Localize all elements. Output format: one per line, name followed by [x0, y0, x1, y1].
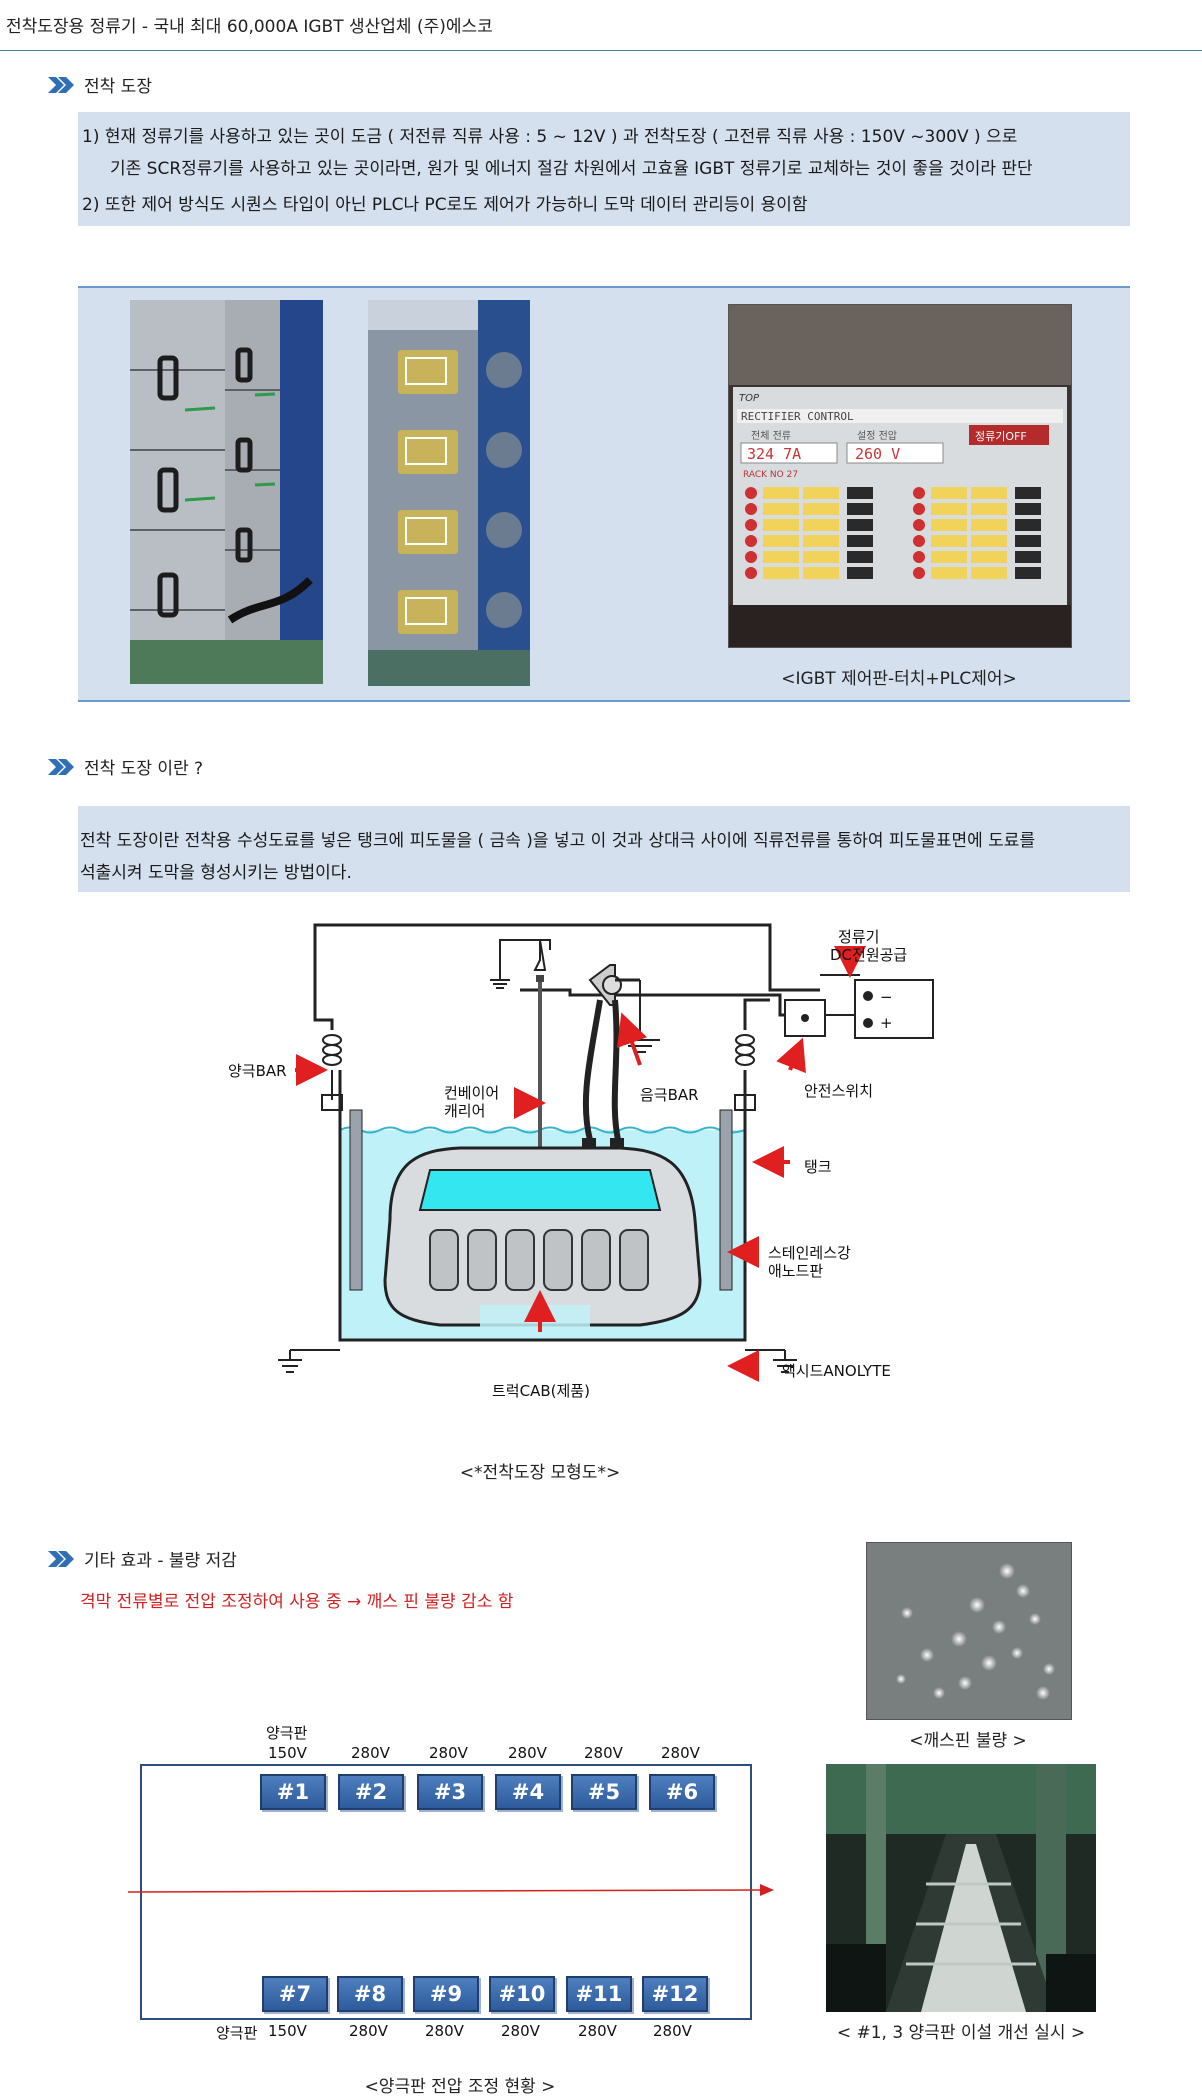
anode-plate-4[interactable]: #4 [495, 1774, 561, 1810]
panel-current-value: 324 7A [747, 445, 801, 463]
bottom-volt-4: 280V [501, 2022, 540, 2040]
top-volt-1: 150V [268, 1744, 307, 1762]
bottom-volt-3: 280V [425, 2022, 464, 2040]
anode-plate-7[interactable]: #7 [262, 1976, 328, 2012]
definition-line-2: 석출시켜 도막을 형성시키는 방법이다. [80, 863, 352, 883]
label-conveyor-line2: 캐리어 [444, 1102, 486, 1120]
rectifier-minus-terminal: − [880, 988, 893, 1006]
label-stainless-line2: 애노드판 [768, 1262, 824, 1280]
label-anode-bar: 양극BAR [228, 1062, 287, 1080]
top-volt-4: 280V [508, 1744, 547, 1762]
title-divider [0, 50, 1202, 51]
bottom-volt-6: 280V [653, 2022, 692, 2040]
anode-plate-12[interactable]: #12 [642, 1976, 708, 2012]
top-volt-3: 280V [429, 1744, 468, 1762]
label-cathode-bar: 음극BAR [640, 1086, 699, 1104]
anode-label-top: 양극판 [266, 1724, 308, 1742]
rectifier-cabinet-photo [130, 300, 323, 684]
panel-brand: TOP [739, 393, 760, 404]
double-chevron-icon [48, 76, 74, 93]
anode-plate-5[interactable]: #5 [571, 1774, 637, 1810]
panel-voltage-label: 설정 전압 [857, 429, 897, 442]
definition-box [78, 806, 1130, 892]
anode-plate-10[interactable]: #10 [489, 1976, 555, 2012]
improved-line-photo [826, 1764, 1096, 2012]
label-safety-switch: 안전스위치 [804, 1082, 874, 1100]
anode-layout-caption: <양극판 전압 조정 현황 > [364, 2077, 556, 2097]
conveyor-direction-arrow [128, 1884, 774, 1896]
panel-off-button[interactable] [969, 425, 1049, 445]
anode-plate-2[interactable]: #2 [338, 1774, 404, 1810]
section-heading-text: 전착 도장 이란 ? [84, 759, 204, 779]
panel-current-label: 전체 전류 [751, 430, 791, 442]
intro-box [78, 112, 1130, 226]
defect-reduction-note: 격막 전류별로 전압 조정하여 사용 중 → 깨스 핀 불량 감소 함 [80, 1592, 514, 1612]
label-truck-cab: 트럭CAB(제품) [492, 1382, 590, 1400]
anode-plate-1[interactable]: #1 [260, 1774, 326, 1810]
panel-off-button-label: 정류기OFF [975, 430, 1027, 443]
intro-item-1-line-2: 기존 SCR정류기를 사용하고 있는 곳이라면, 원가 및 에너지 절감 차원에… [110, 159, 1033, 179]
igbt-module-photo [368, 300, 530, 686]
anode-plate-9[interactable]: #9 [413, 1976, 479, 2012]
section-heading-electrodeposition: 전착 도장 [48, 72, 152, 97]
bottom-volt-2: 280V [349, 2022, 388, 2040]
intro-item-1-line-1: 1) 현재 정류기를 사용하고 있는 곳이 도금 ( 저전류 직류 사용 : 5… [82, 127, 1018, 147]
line-photo-caption: < #1, 3 양극판 이설 개선 실시 > [836, 2023, 1086, 2043]
anode-plate-8[interactable]: #8 [337, 1976, 403, 2012]
electrodeposition-diagram: − + [278, 923, 934, 1382]
top-volt-2: 280V [351, 1744, 390, 1762]
panel-header: RECTIFIER CONTROL [741, 410, 854, 423]
panel-rack: RACK NO 27 [743, 470, 798, 480]
anode-plate-right [719, 1109, 733, 1291]
label-stainless-line1: 스테인레스강 [768, 1244, 851, 1262]
tank-outline [338, 1070, 747, 1342]
diagram-caption: <*전착도장 모형도*> [459, 1463, 621, 1483]
anode-plate-11[interactable]: #11 [566, 1976, 632, 2012]
label-rectifier-line2: DC전원공급 [830, 946, 908, 964]
label-tank: 탱크 [804, 1158, 832, 1176]
section-heading-what-is: 전착 도장 이란 ? [48, 754, 203, 779]
label-rectifier-line1: 정류기 [838, 928, 880, 946]
section-heading-other-effects: 기타 효과 - 불량 저감 [48, 1546, 237, 1571]
control-panel-caption: <IGBT 제어판-터치+PLC제어> [781, 669, 1017, 689]
definition-line-1: 전착 도장이란 전착용 수성도료를 넣은 탱크에 피도물을 ( 금속 )을 넣고… [80, 831, 1036, 851]
rectifier-plus-terminal: + [880, 1014, 893, 1032]
double-chevron-icon [48, 758, 74, 775]
gas-pin-defect-photo [866, 1542, 1072, 1720]
double-chevron-icon [48, 1550, 74, 1567]
gas-pin-caption: <깨스핀 불량 > [909, 1731, 1027, 1751]
wire-positive [313, 923, 820, 1030]
label-conveyor-line1: 컨베이어 [444, 1084, 500, 1102]
anode-plate-3[interactable]: #3 [417, 1774, 483, 1810]
intro-item-2: 2) 또한 제어 방식도 시퀀스 타입이 아닌 PLC나 PC로도 제어가 가능… [82, 195, 808, 215]
section-heading-text: 기타 효과 - 불량 저감 [84, 1551, 237, 1571]
anode-plate-left [349, 1109, 363, 1291]
section-heading-text: 전착 도장 [84, 77, 152, 97]
bottom-volt-5: 280V [578, 2022, 617, 2040]
anode-plate-6[interactable]: #6 [649, 1774, 715, 1810]
page-title: 전착도장용 정류기 - 국내 최대 60,000A IGBT 생산업체 (주)에… [6, 17, 493, 37]
top-volt-5: 280V [584, 1744, 623, 1762]
panel-voltage-value: 260 V [855, 445, 900, 463]
anode-label-bottom: 양극판 [216, 2024, 258, 2042]
bottom-volt-1: 150V [268, 2022, 307, 2040]
label-anolyte: 액시드ANOLYTE [782, 1362, 891, 1380]
control-panel-photo: TOP RECTIFIER CONTROL 전체 전류 설정 전압 324 7A… [728, 304, 1072, 648]
top-volt-6: 280V [661, 1744, 700, 1762]
rectifier-box [854, 979, 934, 1039]
